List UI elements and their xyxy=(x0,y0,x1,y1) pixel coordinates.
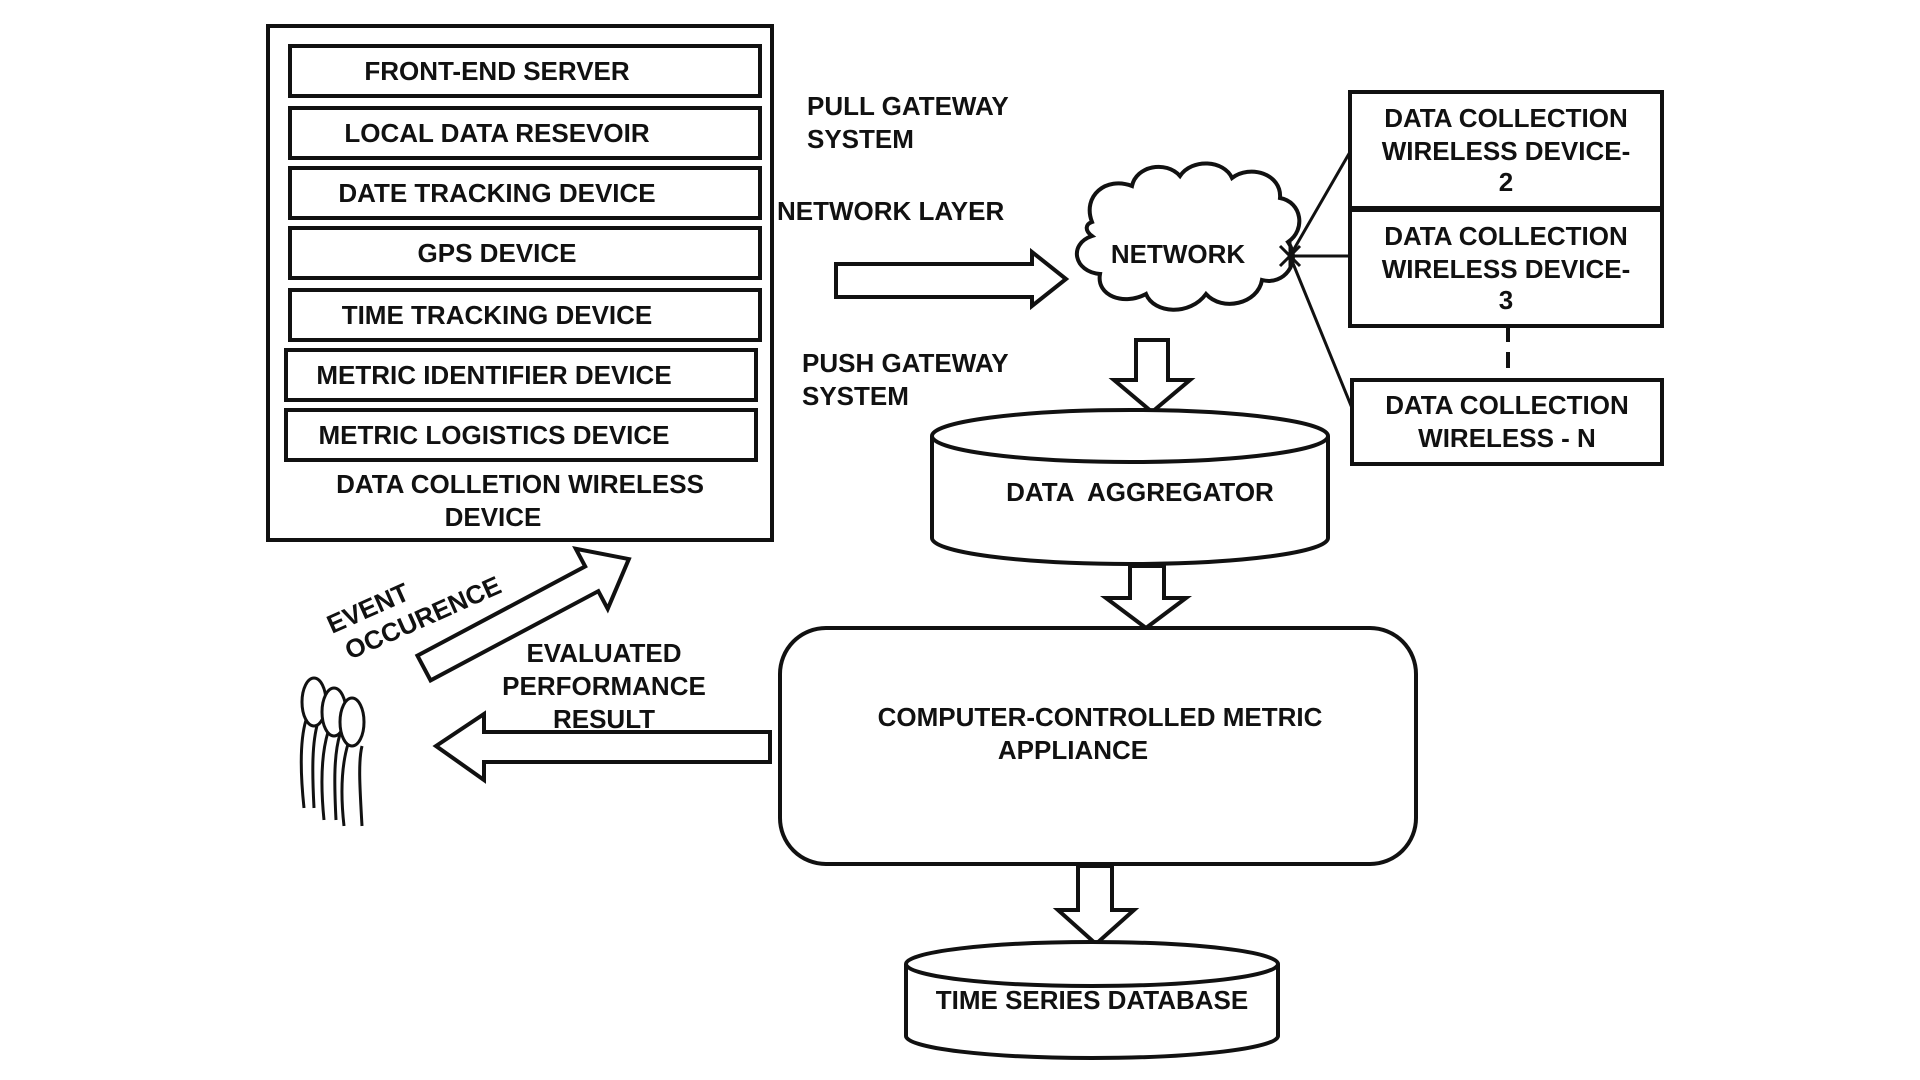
metric-appliance-label-line2: APPLIANCE xyxy=(998,735,1148,765)
wireless-device-3-line1: DATA COLLECTION xyxy=(1384,221,1628,251)
push-gateway-label-line1: PUSH GATEWAY xyxy=(802,348,1009,378)
event-occurrence-arrow xyxy=(414,546,632,684)
evaluated-result-arrow xyxy=(432,710,772,784)
network-layer-label: NETWORK LAYER xyxy=(777,196,1004,226)
network-to-aggregator-arrow xyxy=(1108,338,1196,415)
connection-line-device-2 xyxy=(1288,151,1352,257)
metric-appliance-label-line1: COMPUTER-CONTROLLED METRIC xyxy=(878,702,1323,732)
push-gateway-label-line2: SYSTEM xyxy=(802,381,909,411)
time-series-database-body xyxy=(904,964,1280,1060)
data-aggregator-label: DATA AGGREGATOR xyxy=(1006,477,1274,507)
date-tracking-device-label: DATE TRACKING DEVICE xyxy=(338,178,655,208)
local-data-reservoir-box xyxy=(288,106,762,160)
wireless-device-3-line2: WIRELESS DEVICE- xyxy=(1382,254,1630,284)
device-panel-frame xyxy=(266,24,774,542)
date-tracking-device-box xyxy=(288,166,762,220)
pull-gateway-label-line1: PULL GATEWAY xyxy=(807,91,1009,121)
pull-gateway-label-line2: SYSTEM xyxy=(807,124,914,154)
network-cloud-shape xyxy=(1074,161,1302,312)
wireless-device-2-line3: 2 xyxy=(1499,167,1513,197)
evaluated-performance-result: EVALUATED PERFORMANCE RESULT xyxy=(432,638,772,784)
data-collection-device-panel: FRONT-END SERVER LOCAL DATA RESEVOIR DAT… xyxy=(266,24,774,542)
metric-appliance: COMPUTER-CONTROLLED METRIC APPLIANCE xyxy=(778,626,1418,866)
metric-identifier-device-box xyxy=(284,348,758,402)
wireless-device-2-line1: DATA COLLECTION xyxy=(1384,103,1628,133)
wireless-device-n-line1: DATA COLLECTION xyxy=(1385,390,1629,420)
time-tracking-device-box xyxy=(288,288,762,342)
people-icon xyxy=(299,676,366,827)
evaluated-label-line2: PERFORMANCE xyxy=(502,671,706,701)
device-panel-caption-line2: DEVICE xyxy=(445,502,542,532)
time-series-database-label: TIME SERIES DATABASE xyxy=(936,985,1249,1015)
gps-device-label: GPS DEVICE xyxy=(418,238,577,268)
front-end-server-label: FRONT-END SERVER xyxy=(364,56,630,86)
metric-logistics-device-label: METRIC LOGISTICS DEVICE xyxy=(318,420,669,450)
wireless-device-3-box xyxy=(1348,208,1664,328)
aggregator-to-appliance-arrow xyxy=(1100,564,1192,631)
appliance-to-database-arrow xyxy=(1052,864,1140,947)
wireless-device-2-box xyxy=(1348,90,1664,210)
evaluated-label-line3: RESULT xyxy=(553,704,655,734)
wireless-device-n-box xyxy=(1350,378,1664,466)
wireless-device-n-line2: WIRELESS - N xyxy=(1418,423,1596,453)
wireless-device-3: DATA COLLECTION WIRELESS DEVICE- 3 xyxy=(1348,208,1664,328)
wireless-device-2: DATA COLLECTION WIRELESS DEVICE- 2 xyxy=(1348,90,1664,210)
pull-push-arrow xyxy=(834,247,1070,311)
connection-line-device-n xyxy=(1288,255,1354,409)
time-tracking-device-label: TIME TRACKING DEVICE xyxy=(342,300,653,330)
evaluated-label-line1: EVALUATED xyxy=(526,638,681,668)
metric-logistics-device-box xyxy=(284,408,758,462)
network-connections xyxy=(1278,151,1354,409)
wireless-device-n: DATA COLLECTION WIRELESS - N xyxy=(1350,378,1664,466)
gps-device-box xyxy=(288,226,762,280)
network-label: NETWORK xyxy=(1111,239,1246,269)
wireless-device-2-line2: WIRELESS DEVICE- xyxy=(1382,136,1630,166)
data-aggregator: DATA AGGREGATOR xyxy=(930,408,1330,566)
metric-identifier-device-label: METRIC IDENTIFIER DEVICE xyxy=(316,360,671,390)
data-aggregator-top xyxy=(930,408,1330,464)
front-end-server-box xyxy=(288,44,762,98)
time-series-database-top xyxy=(904,940,1280,988)
wireless-device-3-line3: 3 xyxy=(1499,285,1513,315)
network-cloud: NETWORK xyxy=(1074,161,1302,312)
device-panel-caption-line1: DATA COLLETION WIRELESS xyxy=(336,469,704,499)
time-series-database: TIME SERIES DATABASE xyxy=(904,940,1280,1060)
local-data-reservoir-label: LOCAL DATA RESEVOIR xyxy=(344,118,649,148)
